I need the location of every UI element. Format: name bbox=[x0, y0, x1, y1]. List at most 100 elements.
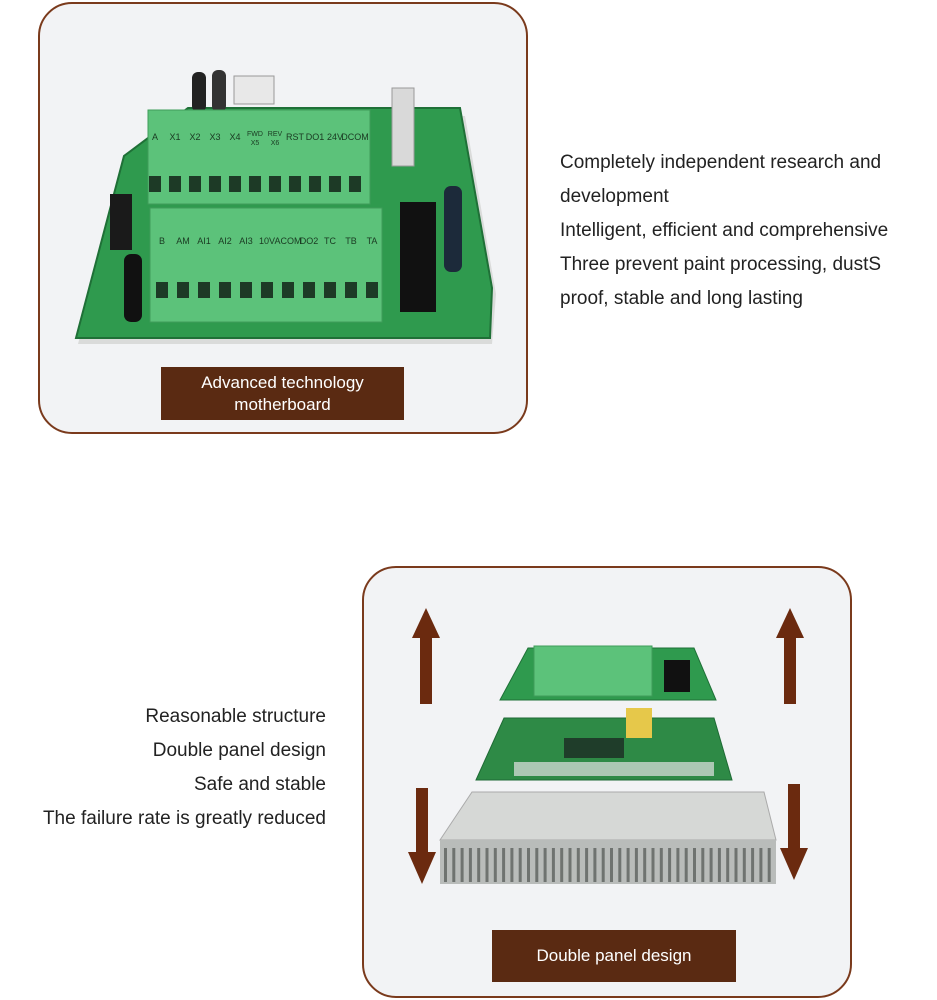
terminal-screw bbox=[309, 176, 321, 192]
terminal-screw bbox=[366, 282, 378, 298]
bottom-terminal-block bbox=[149, 207, 383, 323]
terminal-label: AM bbox=[176, 236, 190, 246]
heatsink-fin bbox=[477, 848, 481, 882]
terminal-label: X4 bbox=[229, 132, 240, 142]
terminal-screw bbox=[219, 282, 231, 298]
heatsink-fin bbox=[493, 848, 497, 882]
double-panel-card: Double panel design bbox=[362, 566, 852, 998]
terminal-label: AI3 bbox=[239, 236, 253, 246]
terminal-label: TA bbox=[367, 236, 378, 246]
terminal-label: DO2 bbox=[300, 236, 319, 246]
terminal-label: REV bbox=[268, 131, 283, 138]
heatsink bbox=[439, 791, 777, 884]
arrow-down-icon bbox=[408, 788, 436, 884]
feature-line: Intelligent, efficient and comprehensive bbox=[560, 220, 889, 241]
terminal-screw bbox=[189, 176, 201, 192]
terminal-label: TC bbox=[324, 236, 336, 246]
feature-line: Completely independent research and bbox=[560, 152, 882, 173]
terminal-screw bbox=[209, 176, 221, 192]
terminal-screw bbox=[269, 176, 281, 192]
terminal-screw bbox=[303, 282, 315, 298]
heatsink-fin bbox=[468, 848, 472, 882]
heatsink-fin bbox=[444, 848, 447, 882]
heatsink-fin bbox=[502, 848, 506, 882]
terminal-label: A bbox=[152, 132, 158, 142]
heatsink-fin bbox=[734, 848, 738, 882]
terminal-screw bbox=[177, 282, 189, 298]
terminal-label: X5 bbox=[251, 140, 260, 147]
terminal-label: X1 bbox=[169, 132, 180, 142]
terminal-label: X2 bbox=[189, 132, 200, 142]
motherboard-feature-list: Completely independent research and deve… bbox=[560, 146, 937, 316]
heatsink-fin bbox=[543, 848, 547, 882]
terminal-screw bbox=[289, 176, 301, 192]
terminal-label: DCOM bbox=[341, 132, 369, 142]
double-panel-image bbox=[408, 608, 808, 884]
heatsink-fin bbox=[601, 848, 605, 882]
heatsink-fin bbox=[668, 848, 672, 882]
heatsink-fin bbox=[659, 848, 663, 882]
heatsink-fin bbox=[527, 848, 530, 882]
heatsink-fin bbox=[576, 848, 580, 882]
terminal-screw bbox=[324, 282, 336, 298]
terminal-label: X6 bbox=[271, 140, 280, 147]
terminal-label: B bbox=[159, 236, 165, 246]
heatsink-fin bbox=[610, 848, 613, 882]
heatsink-fin bbox=[709, 848, 713, 882]
feature-line: proof, stable and long lasting bbox=[560, 288, 803, 309]
control-board bbox=[499, 645, 717, 701]
driver-board bbox=[475, 708, 733, 781]
motherboard-caption: Advanced technology motherboard bbox=[161, 367, 404, 420]
terminal-screw bbox=[329, 176, 341, 192]
heatsink-fin bbox=[551, 848, 555, 882]
heatsink-fin bbox=[701, 848, 705, 882]
terminal-screw bbox=[149, 176, 161, 192]
heatsink-fin bbox=[510, 848, 514, 882]
feature-line: Reasonable structure bbox=[145, 706, 326, 727]
heatsink-fin bbox=[560, 848, 564, 882]
arrow-up-icon bbox=[776, 608, 804, 704]
double-panel-caption: Double panel design bbox=[492, 930, 736, 982]
terminal-screw bbox=[282, 282, 294, 298]
terminal-screw bbox=[198, 282, 210, 298]
terminal-screw bbox=[261, 282, 273, 298]
terminal-label: DO1 bbox=[306, 132, 325, 142]
heatsink-fin bbox=[535, 848, 539, 882]
arrow-up-icon bbox=[412, 608, 440, 704]
terminal-label: ACOM bbox=[275, 236, 302, 246]
feature-line: development bbox=[560, 186, 669, 207]
heatsink-fin bbox=[684, 848, 688, 882]
heatsink-fin bbox=[634, 848, 638, 882]
terminal-screw bbox=[229, 176, 241, 192]
heatsink-fin bbox=[518, 848, 522, 882]
heatsink-fin bbox=[568, 848, 572, 882]
heatsink-fin bbox=[460, 848, 464, 882]
terminal-label: 24V bbox=[327, 132, 343, 142]
heatsink-fin bbox=[626, 848, 630, 882]
heatsink-fin bbox=[651, 848, 655, 882]
heatsink-fin bbox=[751, 848, 755, 882]
terminal-screw bbox=[345, 282, 357, 298]
terminal-label: 10V bbox=[259, 236, 275, 246]
terminal-screw bbox=[240, 282, 252, 298]
heatsink-fin bbox=[759, 848, 763, 882]
heatsink-fin bbox=[643, 848, 647, 882]
heatsink-fin bbox=[693, 848, 696, 882]
heatsink-fin bbox=[618, 848, 622, 882]
heatsink-fin bbox=[452, 848, 456, 882]
feature-line: The failure rate is greatly reduced bbox=[42, 808, 326, 829]
terminal-label: X3 bbox=[209, 132, 220, 142]
terminal-label: TB bbox=[345, 236, 357, 246]
feature-line: Double panel design bbox=[152, 740, 326, 761]
heatsink-fin bbox=[485, 848, 489, 882]
terminal-label: RST bbox=[286, 132, 305, 142]
double-panel-feature-list: Reasonable structure Double panel design… bbox=[0, 700, 326, 836]
heatsink-fin bbox=[585, 848, 589, 882]
terminal-screw bbox=[349, 176, 361, 192]
terminal-screw bbox=[156, 282, 168, 298]
terminal-label: AI2 bbox=[218, 236, 232, 246]
heatsink-fin bbox=[767, 848, 771, 882]
feature-line: Three prevent paint processing, dustS bbox=[560, 254, 882, 275]
heatsink-fin bbox=[593, 848, 597, 882]
